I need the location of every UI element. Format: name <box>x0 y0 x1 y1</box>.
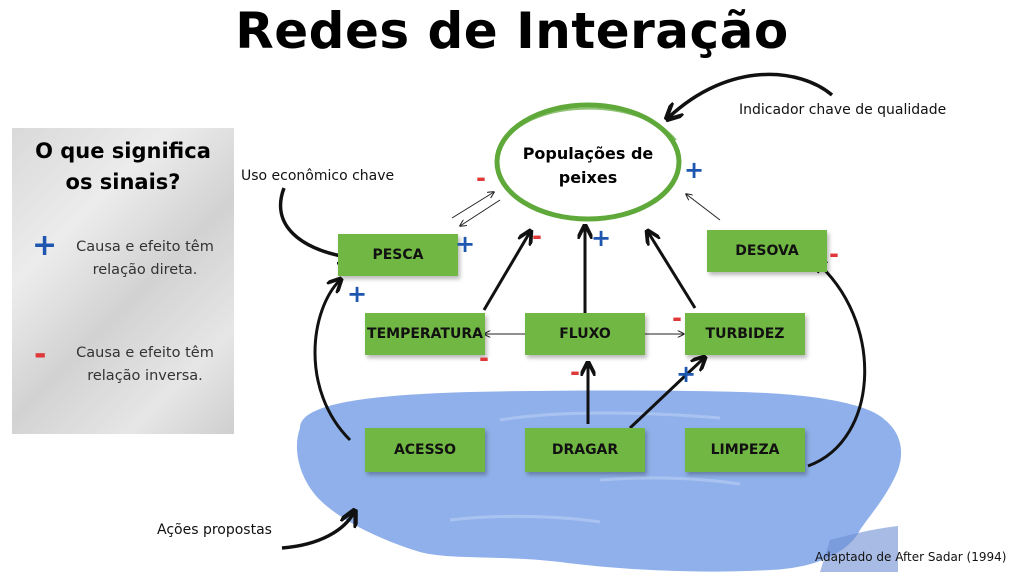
node-turbidez: TURBIDEZ <box>685 313 805 355</box>
sign-limpeza-desova-minus: - <box>829 240 839 268</box>
arrow-limpeza-to-desova <box>807 260 867 468</box>
central-node-populacoes: Populações de peixes <box>505 142 671 190</box>
water-area <box>296 390 902 572</box>
arrow-temperatura-to-populacoes <box>482 232 530 311</box>
water-highlight <box>449 411 741 524</box>
arrow-acesso-to-pesca <box>313 280 352 442</box>
arrow-desova-to-populacoes <box>686 194 721 221</box>
legend-plus-symbol: + <box>32 228 58 263</box>
node-acesso: ACESSO <box>365 428 485 472</box>
sign-fluxo-turbidez-minus: - <box>672 304 682 332</box>
node-temperatura: TEMPERATURA <box>365 313 485 355</box>
node-fluxo: FLUXO <box>525 313 645 355</box>
sign-dragar-turbidez-plus: + <box>676 360 697 388</box>
annotation-uso-economico: Uso econômico chave <box>241 168 395 184</box>
legend-heading-line1: O que significa <box>35 139 211 163</box>
legend-minus-symbol: - <box>34 337 47 372</box>
legend-minus-line2: relação inversa. <box>87 368 203 384</box>
sign-populacoes-pesca-plus: + <box>455 230 476 258</box>
node-dragar: DRAGAR <box>525 428 645 472</box>
legend-panel: O que significa os sinais? + Causa e efe… <box>12 128 234 434</box>
arrow-pesca-to-populacoes <box>451 192 494 219</box>
arrow-acoes-annotation <box>281 512 354 550</box>
sign-pesca-populacoes-minus: - <box>476 164 486 192</box>
central-node-line1: Populações de <box>522 144 654 163</box>
sign-fluxo-populacoes-plus: + <box>591 224 612 252</box>
legend-heading: O que significa os sinais? <box>12 136 234 198</box>
central-node-ring <box>494 102 682 222</box>
legend-minus-description: Causa e efeito têm relação inversa. <box>60 342 230 388</box>
page-title: Redes de Interação <box>235 2 789 60</box>
sign-temperatura-populacoes-minus: - <box>532 222 542 250</box>
legend-heading-line2: os sinais? <box>65 170 181 194</box>
central-node-line2: peixes <box>558 168 618 187</box>
sign-fluxo-temperatura-minus: - <box>479 344 489 372</box>
arrow-turbidez-to-populacoes <box>648 232 697 309</box>
sign-acesso-pesca-plus: + <box>347 280 368 308</box>
sign-dragar-fluxo-minus: - <box>570 358 580 386</box>
node-limpeza: LIMPEZA <box>685 428 805 472</box>
arrow-uso-annotation <box>278 187 352 258</box>
arrow-dragar-to-turbidez <box>628 358 704 430</box>
legend-minus-line1: Causa e efeito têm <box>76 345 214 361</box>
legend-plus-line1: Causa e efeito têm <box>76 239 214 255</box>
source-credit: Adaptado de After Sadar (1994) <box>815 550 1007 564</box>
node-desova: DESOVA <box>707 230 827 272</box>
sign-desova-populacoes-plus: + <box>684 156 705 184</box>
arrow-populacoes-to-pesca <box>460 199 501 226</box>
water-shadow <box>820 526 898 572</box>
annotation-acoes-propostas: Ações propostas <box>157 522 272 538</box>
arrow-indicador-annotation <box>668 72 834 118</box>
legend-plus-line2: relação direta. <box>92 262 198 278</box>
legend-plus-description: Causa e efeito têm relação direta. <box>60 236 230 282</box>
annotation-indicador-qualidade: Indicador chave de qualidade <box>739 102 947 118</box>
node-pesca: PESCA <box>338 234 458 276</box>
